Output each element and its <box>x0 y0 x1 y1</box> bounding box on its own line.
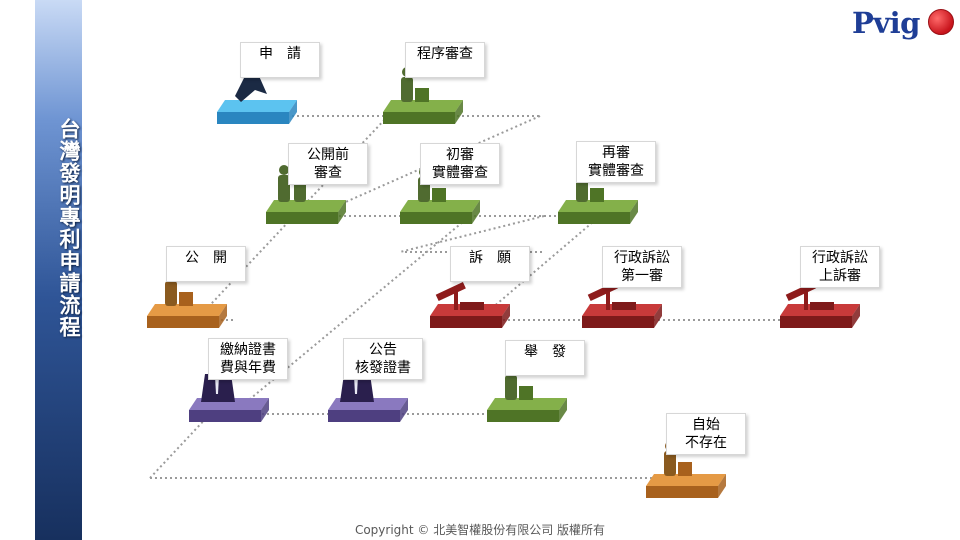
pedestal-front <box>430 316 502 328</box>
figure-desk <box>519 386 533 400</box>
pedestal-front <box>558 212 630 224</box>
gavel-handle <box>804 292 808 310</box>
callout-label: 上訴審 <box>801 267 879 285</box>
callout-label: 舉 發 <box>506 343 584 361</box>
callout-admin1: 行政訴訟第一審 <box>602 246 682 288</box>
pedestal-front <box>266 212 338 224</box>
callout-formal: 程序審查 <box>405 42 485 78</box>
pedestal-front <box>400 212 472 224</box>
pedestal-front <box>582 316 654 328</box>
pedestal-front <box>646 486 718 498</box>
pedestal-top <box>266 200 346 212</box>
callout-label: 訴 願 <box>451 249 529 267</box>
figure-desk <box>415 88 429 102</box>
callout-label: 公開前 <box>289 146 367 164</box>
callout-apply: 申 請 <box>240 42 320 78</box>
copyright-footer: Copyright © 北美智權股份有限公司 版權所有 <box>0 521 960 538</box>
callout-invalidate: 舉 發 <box>505 340 585 376</box>
callout-fees: 繳納證書費與年費 <box>208 338 288 380</box>
callout-label: 實體審查 <box>421 164 499 182</box>
callout-label: 不存在 <box>667 434 745 452</box>
pedestal-admin1 <box>582 282 662 328</box>
pedestal-grant <box>328 374 408 422</box>
callout-label: 行政訴訟 <box>603 249 681 267</box>
gavel-handle <box>606 292 610 310</box>
callout-label: 自始 <box>667 416 745 434</box>
callout-label: 實體審查 <box>577 162 655 180</box>
pedestal-front <box>328 410 400 422</box>
gavel-block <box>810 302 834 310</box>
callout-re: 再審實體審查 <box>576 141 656 183</box>
figure-desk <box>432 188 446 202</box>
figure-body <box>401 77 413 102</box>
pedestal-top <box>217 100 297 112</box>
callout-label: 申 請 <box>241 45 319 63</box>
callout-label: 行政訴訟 <box>801 249 879 267</box>
figure-desk <box>590 188 604 202</box>
callout-void: 自始不存在 <box>666 413 746 455</box>
callout-appeal: 訴 願 <box>450 246 530 282</box>
figure-body <box>505 375 517 400</box>
callout-publish: 公 開 <box>166 246 246 282</box>
pedestal-fees <box>189 374 269 422</box>
figure-desk <box>678 462 692 476</box>
connector-line <box>150 414 210 478</box>
callout-label: 程序審查 <box>406 45 484 63</box>
pedestal-front <box>383 112 455 124</box>
gavel-head <box>436 282 466 301</box>
runner-body <box>235 76 267 102</box>
figure-desk <box>179 292 193 306</box>
gavel-block <box>612 302 636 310</box>
figure-body <box>165 281 177 306</box>
callout-prepub: 公開前審查 <box>288 143 368 185</box>
callout-label: 再審 <box>577 144 655 162</box>
callout-label: 審查 <box>289 164 367 182</box>
pedestal-appeal <box>430 282 510 328</box>
gavel-block <box>460 302 484 310</box>
callout-first: 初審實體審查 <box>420 143 500 185</box>
pedestal-front <box>487 410 559 422</box>
pedestal-front <box>780 316 852 328</box>
pedestal-front <box>147 316 219 328</box>
callout-label: 公告 <box>344 341 422 359</box>
callout-label: 繳納證書 <box>209 341 287 359</box>
callout-label: 核發證書 <box>344 359 422 377</box>
callout-label: 費與年費 <box>209 359 287 377</box>
pedestal-admin2 <box>780 282 860 328</box>
pedestal-front <box>189 410 261 422</box>
callout-label: 公 開 <box>167 249 245 267</box>
callout-admin2: 行政訴訟上訴審 <box>800 246 880 288</box>
pedestal-front <box>217 112 289 124</box>
gavel-handle <box>454 292 458 310</box>
callout-grant: 公告核發證書 <box>343 338 423 380</box>
callout-label: 初審 <box>421 146 499 164</box>
callout-label: 第一審 <box>603 267 681 285</box>
